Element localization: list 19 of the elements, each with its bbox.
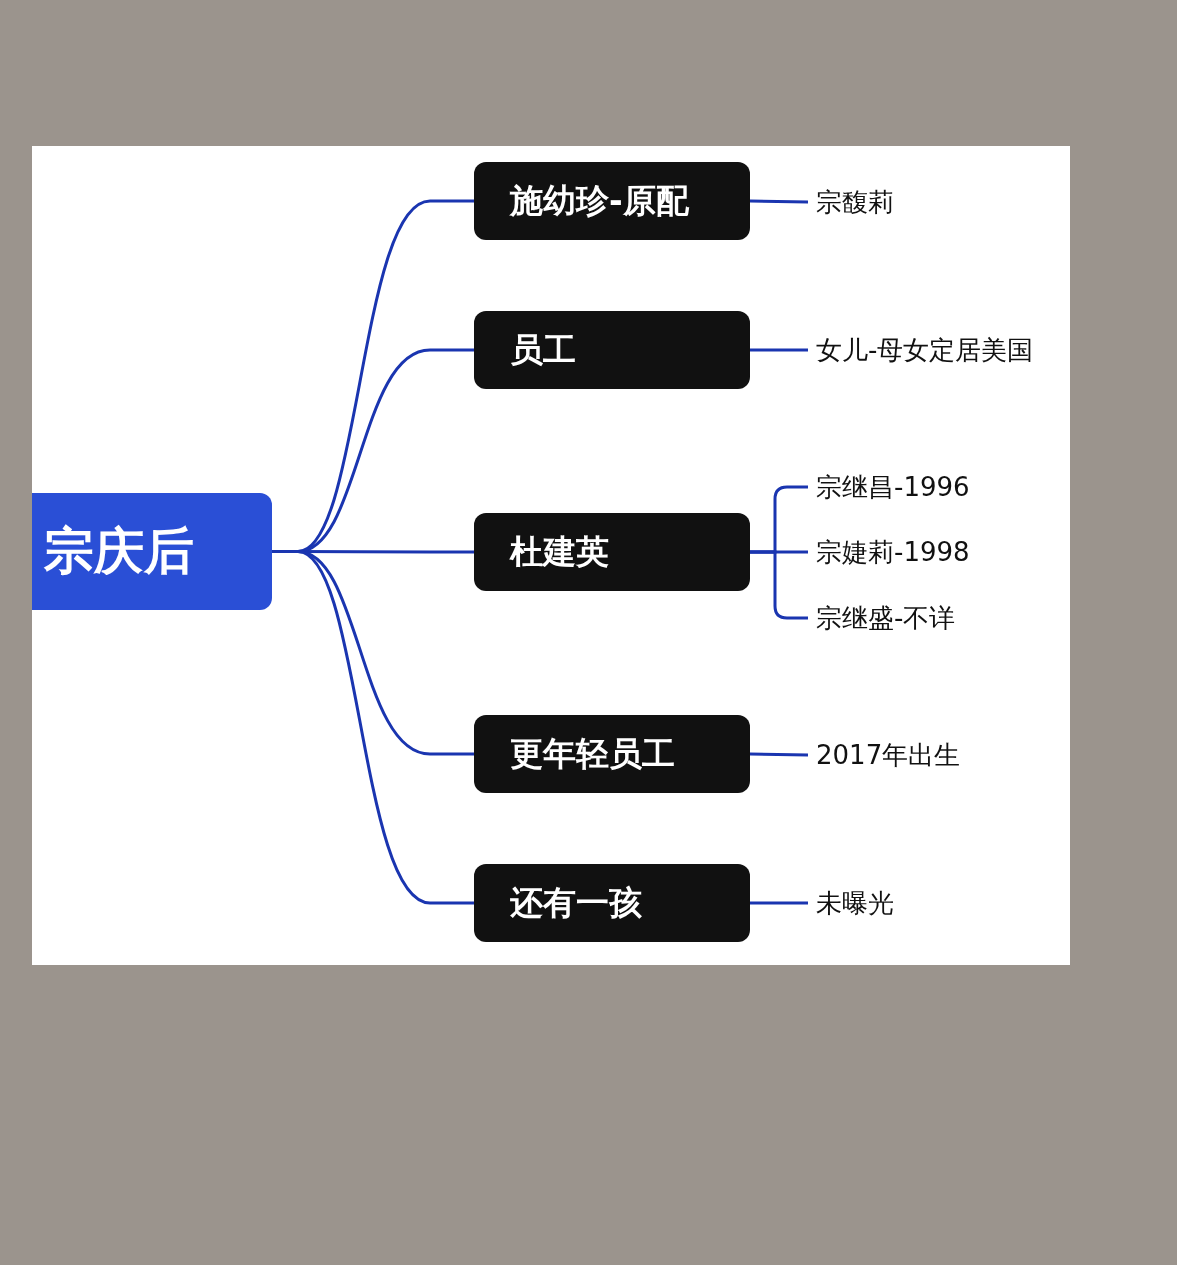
person-box: 员工 [474,311,750,389]
connector-line [750,348,808,352]
person-box: 施幼珍-原配 [474,162,750,240]
connector-line [749,752,809,757]
child-text: 女儿-母女定居美国 [808,332,1058,368]
child-text: 宗馥莉 [808,184,928,220]
child-text: 2017年出生 [808,737,968,773]
root-box: 宗庆后 [32,493,272,610]
child-text: 宗婕莉-1998 [808,534,978,570]
connector-line [272,550,474,905]
connector-line [749,199,809,204]
person-box: 更年轻员工 [474,715,750,793]
person-box: 还有一孩 [474,864,750,942]
child-text: 宗继昌-1996 [808,469,978,505]
child-text: 宗继盛-不详 [808,600,978,636]
child-text: 未曝光 [808,885,928,921]
connector-line [750,550,808,620]
connector-line [750,901,808,905]
person-box: 杜建英 [474,513,750,591]
